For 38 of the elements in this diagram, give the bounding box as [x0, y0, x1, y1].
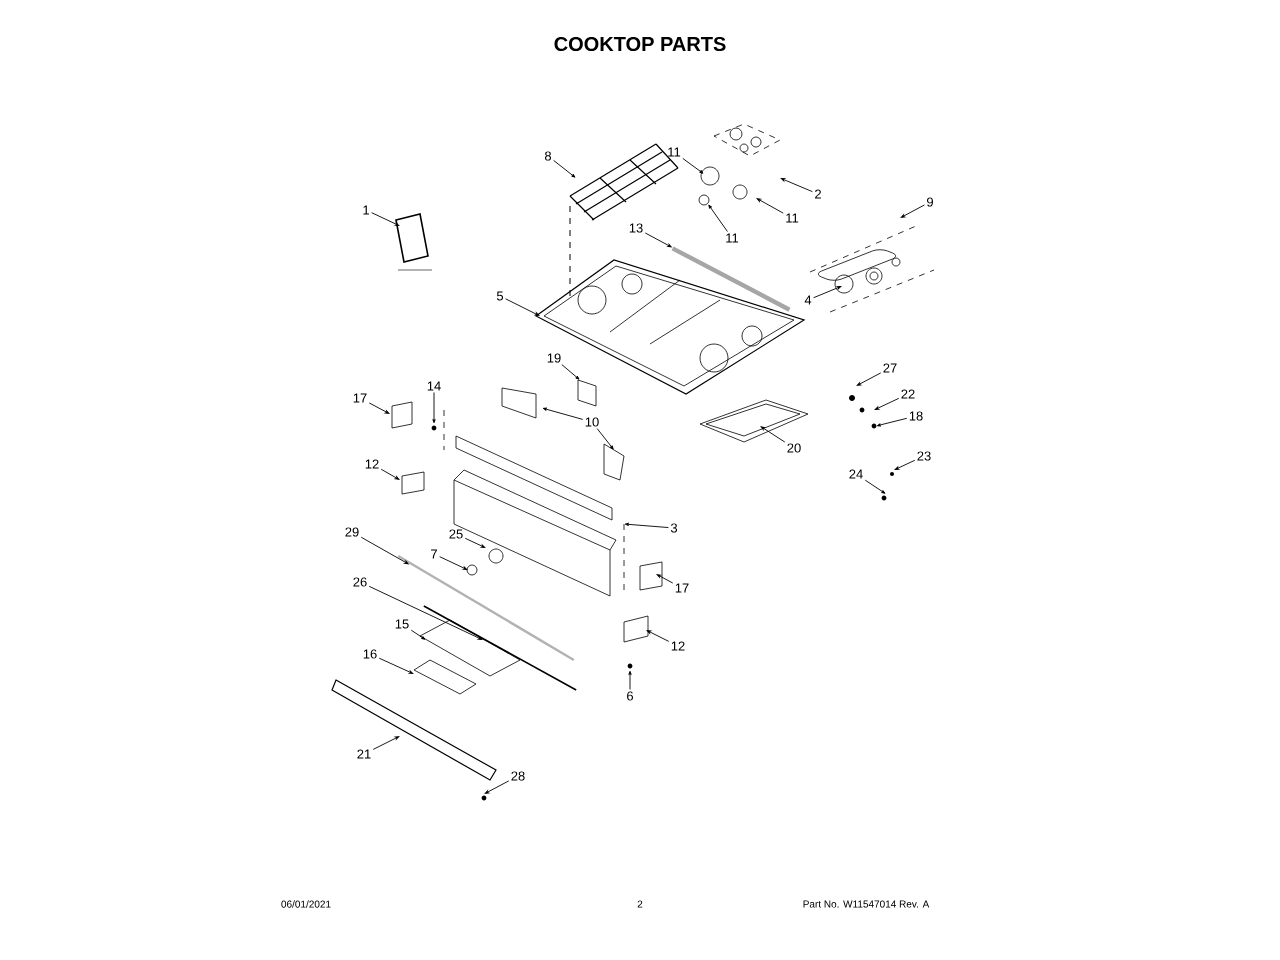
- leader-line: [760, 426, 786, 443]
- leader-line: [380, 468, 400, 480]
- leader-line: [894, 459, 916, 470]
- leader-line: [484, 780, 510, 794]
- leader-line: [682, 157, 704, 174]
- page-title: COOKTOP PARTS: [554, 36, 726, 52]
- rod: [423, 605, 577, 691]
- rod: [671, 246, 791, 312]
- leader-line: [432, 392, 436, 424]
- leader-line: [505, 298, 540, 316]
- leader-line: [864, 479, 886, 494]
- leader-line: [644, 232, 672, 248]
- leader-line: [708, 204, 728, 232]
- leader-line: [813, 286, 842, 299]
- leader-line: [368, 402, 390, 414]
- leader-line: [439, 556, 468, 570]
- leader-line: [360, 536, 409, 565]
- leader-line: [410, 629, 426, 640]
- leader-line: [874, 397, 900, 410]
- leader-line: [628, 670, 632, 690]
- leader-line: [378, 657, 414, 674]
- leader-line: [464, 537, 486, 548]
- leader-line: [553, 159, 576, 178]
- leader-line: [596, 428, 614, 450]
- leader-line: [876, 417, 908, 427]
- leader-line: [900, 204, 925, 218]
- leader-line: [646, 630, 670, 642]
- leader-line: [368, 585, 483, 640]
- leader-line: [624, 522, 669, 528]
- leader-line: [542, 407, 584, 420]
- leader-line: [561, 364, 580, 380]
- rod: [397, 555, 575, 661]
- leader-line: [371, 212, 400, 226]
- leader-line: [656, 574, 674, 584]
- leader-line: [780, 178, 813, 193]
- leader-line: [372, 736, 400, 750]
- leader-line: [856, 372, 882, 386]
- leader-line: [756, 198, 784, 214]
